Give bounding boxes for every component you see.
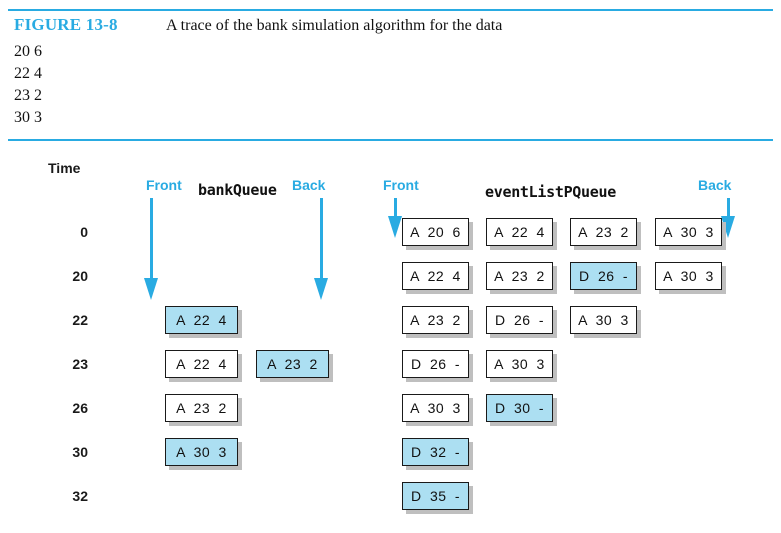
bankqueue-back-label: Back (292, 177, 326, 193)
bankqueue-box: A 23 2 (256, 350, 329, 378)
eventlist-box: A 30 3 (486, 350, 553, 378)
input-data-line: 23 2 (14, 87, 42, 104)
arrow-shaft (393, 198, 397, 216)
eventlist-back-label: Back (698, 177, 732, 193)
bankqueue-back-arrow-icon (314, 198, 328, 300)
eventlist-box: D 30 - (486, 394, 553, 422)
figure-number: FIGURE 13-8 (14, 15, 118, 34)
eventlist-box: A 22 4 (402, 262, 469, 290)
eventlist-front-arrow-icon (388, 198, 402, 238)
bankqueue-title: bankQueue (198, 181, 277, 199)
eventlist-back-arrow-icon (721, 198, 735, 238)
eventlist-box: A 30 3 (402, 394, 469, 422)
eventlist-box: D 35 - (402, 482, 469, 510)
input-data-list: 20 6 22 4 23 2 30 3 (14, 41, 42, 129)
arrow-head (721, 216, 735, 238)
eventlist-box: A 30 3 (655, 262, 722, 290)
arrow-shaft (149, 198, 153, 278)
bankqueue-box: A 23 2 (165, 394, 238, 422)
input-data-line: 22 4 (14, 65, 42, 82)
eventlist-box: A 30 3 (570, 306, 637, 334)
input-data-line: 20 6 (14, 43, 42, 60)
eventlist-box: A 23 2 (570, 218, 637, 246)
bankqueue-box: A 30 3 (165, 438, 238, 466)
eventlist-box: D 26 - (570, 262, 637, 290)
eventlist-box: D 26 - (402, 350, 469, 378)
eventlist-title: eventListPQueue (485, 183, 616, 201)
arrow-shaft (319, 198, 323, 278)
top-rule-line (8, 9, 773, 11)
eventlist-box: D 26 - (486, 306, 553, 334)
arrow-shaft (726, 198, 730, 216)
arrow-head (144, 278, 158, 300)
bankqueue-front-label: Front (146, 177, 182, 193)
eventlist-front-label: Front (383, 177, 419, 193)
eventlist-box: A 23 2 (486, 262, 553, 290)
time-value: 20 (72, 268, 88, 284)
arrow-head (388, 216, 402, 238)
eventlist-box: D 32 - (402, 438, 469, 466)
time-column-header: Time (48, 160, 81, 176)
arrow-head (314, 278, 328, 300)
input-data-line: 30 3 (14, 109, 42, 126)
time-value: 0 (80, 224, 88, 240)
eventlist-box: A 20 6 (402, 218, 469, 246)
eventlist-box: A 30 3 (655, 218, 722, 246)
bankqueue-box: A 22 4 (165, 350, 238, 378)
time-value: 26 (72, 400, 88, 416)
time-value: 22 (72, 312, 88, 328)
time-value: 30 (72, 444, 88, 460)
bankqueue-front-arrow-icon (144, 198, 158, 300)
eventlist-box: A 23 2 (402, 306, 469, 334)
time-value: 23 (72, 356, 88, 372)
bankqueue-box: A 22 4 (165, 306, 238, 334)
eventlist-box: A 22 4 (486, 218, 553, 246)
separator-rule-line (8, 139, 773, 141)
time-value: 32 (72, 488, 88, 504)
figure-caption: A trace of the bank simulation algorithm… (166, 17, 503, 34)
